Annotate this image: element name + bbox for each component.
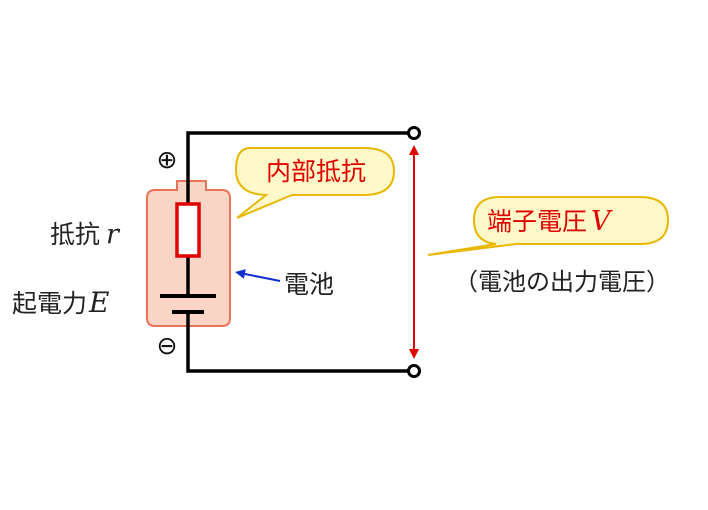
circuit-wire [186,131,414,373]
terminal-voltage-bubble [427,196,670,256]
output-voltage-note: （電池の出力電圧） [454,268,670,296]
minus-symbol: ⊖ [157,331,178,360]
terminal-bottom [407,364,421,378]
terminal-top [407,126,421,140]
internal-resistor [175,202,201,258]
emf-label: 起電力E [12,286,109,319]
battery-pointer-arrow [235,269,281,282]
plus-symbol: ⊕ [157,145,178,174]
internal-resistance-label: 内部抵抗 [266,157,366,186]
internal-resistance-bubble [234,147,396,219]
battery-label: 電池 [284,270,334,299]
